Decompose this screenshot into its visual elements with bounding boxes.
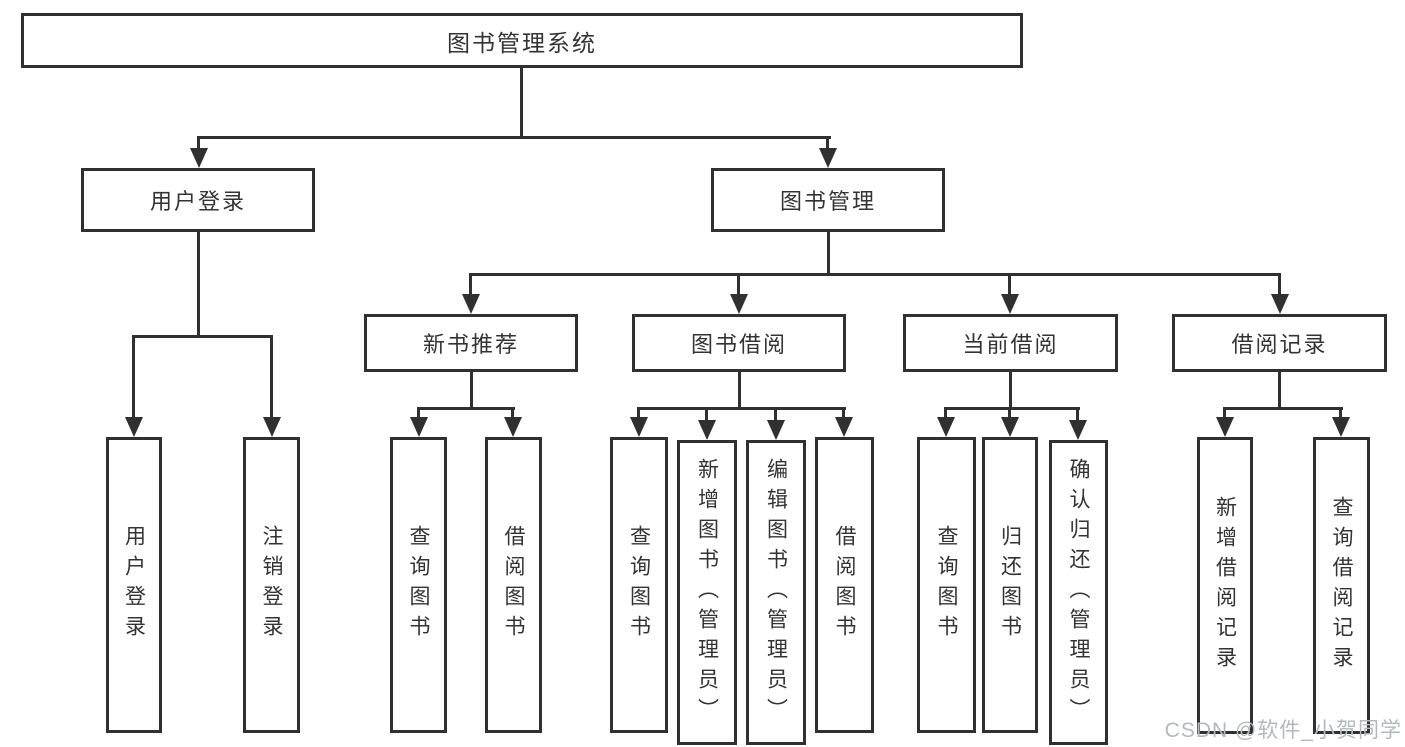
node-current-borrow: 当前借阅 <box>903 314 1118 372</box>
arrowhead-leaf <box>504 407 522 437</box>
leaf-label: 编辑图书（管理员） <box>764 457 788 728</box>
leaf-query-book: 查询图书 <box>610 437 668 733</box>
node-borrow-records: 借阅记录 <box>1172 314 1387 372</box>
arrowhead-to-logout-leaf <box>263 335 281 437</box>
arrowhead-leaf <box>1001 407 1019 437</box>
leaf-label: 用户登录 <box>122 525 146 645</box>
arrowhead-to-login-leaf <box>125 335 143 437</box>
arrowhead-to-new-book-recommend <box>462 273 480 314</box>
leaf-label: 查询图书 <box>407 525 430 645</box>
leaf-confirm-return-admin: 确认归还（管理员） <box>1049 440 1108 745</box>
arrowhead-leaf <box>630 407 648 437</box>
connector-new-book-recommend-stem <box>470 372 473 410</box>
arrowhead-leaf <box>1216 407 1234 437</box>
node-book-borrow: 图书借阅 <box>632 314 846 372</box>
connector-borrow-records-rail <box>1224 407 1343 410</box>
leaf-label: 新增图书（管理员） <box>695 457 719 728</box>
leaf-label: 查询借阅记录 <box>1330 495 1353 676</box>
arrowhead-leaf <box>937 407 955 437</box>
connector-borrow-records-stem <box>1278 372 1281 410</box>
connector-root-stem <box>520 68 523 138</box>
arrowhead-to-book-borrow <box>730 273 748 314</box>
csdn-watermark: CSDN @软件_小贺同学 <box>1164 719 1402 742</box>
leaf-label: 确认归还（管理员） <box>1067 457 1090 728</box>
leaf-label: 查询图书 <box>935 525 958 645</box>
node-label: 当前借阅 <box>962 332 1059 357</box>
node-label: 用户登录 <box>149 189 246 214</box>
leaf-label: 查询图书 <box>627 525 651 645</box>
leaf-label: 归还图书 <box>998 525 1022 645</box>
arrowhead-to-user-login <box>190 136 208 168</box>
leaf-borrow-book: 借阅图书 <box>815 437 874 733</box>
arrowhead-leaf <box>698 407 716 440</box>
arrowhead-leaf <box>767 407 785 440</box>
leaf-logout: 注销登录 <box>243 437 300 733</box>
node-label: 新书推荐 <box>422 332 519 357</box>
leaf-label: 借阅图书 <box>502 525 525 645</box>
connector-current-borrow-rail <box>945 407 1080 410</box>
connector-book-borrow-stem <box>738 372 741 410</box>
arrowhead-leaf <box>835 407 853 437</box>
leaf-edit-book-admin: 编辑图书（管理员） <box>746 440 806 745</box>
connector-user-login-stem <box>197 232 200 338</box>
arrowhead-leaf <box>410 407 428 437</box>
arrowhead-to-borrow-records <box>1271 273 1289 314</box>
leaf-query-borrow-record: 查询借阅记录 <box>1313 437 1370 734</box>
connector-current-borrow-stem <box>1009 372 1012 410</box>
arrowhead-leaf <box>1332 407 1350 437</box>
leaf-add-book-admin: 新增图书（管理员） <box>677 440 737 745</box>
leaf-label: 注销登录 <box>260 525 283 645</box>
leaf-borrow-book: 借阅图书 <box>485 437 542 733</box>
leaf-add-borrow-record: 新增借阅记录 <box>1197 437 1253 734</box>
arrowhead-leaf <box>1069 407 1087 440</box>
connector-level3-rail <box>470 273 1281 276</box>
node-user-login-branch: 用户登录 <box>81 168 315 232</box>
connector-level2-rail <box>197 136 831 139</box>
node-label: 图书借阅 <box>690 332 787 357</box>
connector-new-book-recommend-rail <box>417 407 515 410</box>
leaf-user-login: 用户登录 <box>106 437 162 733</box>
arrowhead-to-current-borrow <box>1001 273 1019 314</box>
leaf-label: 借阅图书 <box>833 525 856 645</box>
node-library-management-system: 图书管理系统 <box>21 13 1023 68</box>
node-book-management-branch: 图书管理 <box>711 168 945 232</box>
node-new-book-recommend: 新书推荐 <box>364 314 578 372</box>
node-label: 图书管理系统 <box>447 29 597 56</box>
leaf-return-book: 归还图书 <box>982 437 1038 733</box>
connector-book-management-stem <box>827 232 830 276</box>
leaf-query-book: 查询图书 <box>917 437 976 733</box>
arrowhead-to-book-management <box>819 136 837 168</box>
connector-book-borrow-rail <box>637 407 846 410</box>
leaf-query-book: 查询图书 <box>390 437 447 733</box>
connector-user-login-rail <box>133 335 273 338</box>
node-label: 借阅记录 <box>1231 332 1328 357</box>
node-label: 图书管理 <box>779 189 876 214</box>
leaf-label: 新增借阅记录 <box>1213 495 1237 676</box>
